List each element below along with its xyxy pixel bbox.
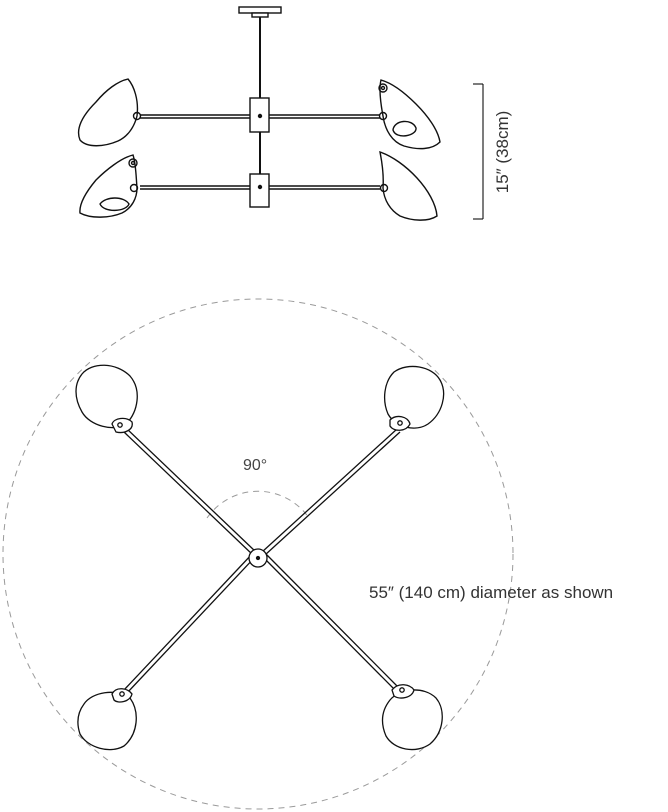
arm-nw xyxy=(123,428,257,556)
shade-upper-right xyxy=(378,79,441,150)
plan-view xyxy=(2,298,514,810)
arm-ne xyxy=(261,428,401,556)
side-elevation xyxy=(78,6,484,221)
shade-top-se xyxy=(381,684,443,751)
arm-sw xyxy=(123,552,257,694)
shade-lower-left xyxy=(79,154,139,218)
shade-upper-left xyxy=(78,78,142,147)
shade-top-ne xyxy=(383,365,445,431)
diameter-circle xyxy=(2,298,514,810)
lower-hub xyxy=(249,173,270,208)
shade-lower-right xyxy=(379,150,438,221)
shade-top-nw xyxy=(75,364,138,434)
diameter-label: 55″ (140 cm) diameter as shown xyxy=(369,583,613,602)
arm-se xyxy=(261,552,400,692)
shade-top-sw xyxy=(77,688,137,751)
ceiling-canopy xyxy=(238,6,282,14)
height-dimension-line xyxy=(473,83,484,220)
angle-label: 90° xyxy=(243,457,267,474)
height-label: 15″ (38cm) xyxy=(493,111,512,194)
angle-arc xyxy=(206,490,310,519)
